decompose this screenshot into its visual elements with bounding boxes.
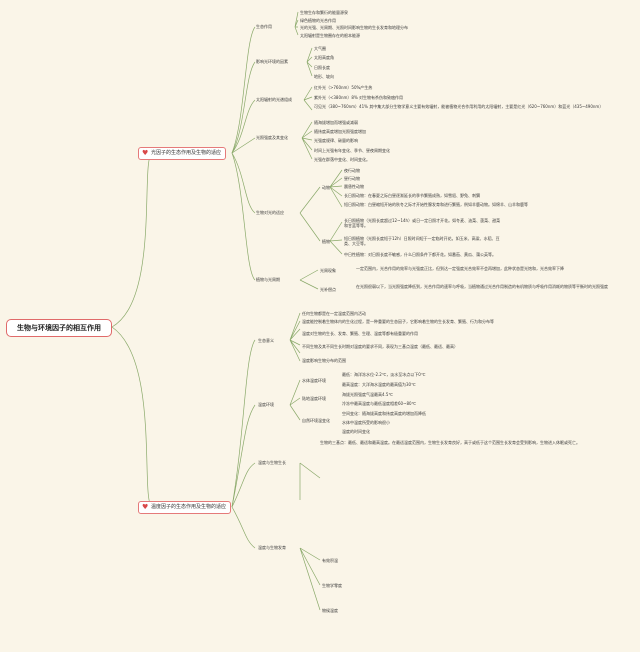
- animal-item: 晨昏性动物: [344, 184, 364, 189]
- branch-temp-env: 温度环境: [258, 402, 274, 407]
- land-item: 冷冻中最高温度与最低温度相差60~80℃: [342, 401, 417, 406]
- branch-eco-role: 生态作用: [256, 24, 272, 29]
- topic-temperature[interactable]: ♥ 温度因子的生态作用及生物的适应: [138, 501, 232, 514]
- animal-item: 夜行动物: [344, 168, 360, 173]
- growth-text: 生物的三基点：最低、最适和最高温度。在最适温度范围内，生物生长发育良好，高于或低…: [320, 440, 580, 445]
- meaning-item: 任何生物都是在一定温度范围内活动: [302, 311, 366, 316]
- topic-light[interactable]: ♥ 光因子的生态作用及生物的适应: [138, 147, 227, 160]
- branch-eco-meaning: 生态意义: [258, 338, 274, 343]
- water-item: 最高温度：大洋海水温度的最高值为30℃: [342, 382, 416, 387]
- branch-light-factors: 影响光环境的因素: [256, 59, 288, 64]
- topic-light-label: 光因子的生态作用及生物的适应: [151, 150, 222, 156]
- natural-item: 空间变化：随海拔高度和纬度高度的增加而降低: [342, 411, 426, 416]
- heart-icon: ♥: [142, 503, 149, 511]
- branch-intensity: 光照强度及其变化: [256, 135, 288, 140]
- adaptation-animal: 动物: [322, 185, 330, 190]
- branch-spectrum: 太阳辐射的光谱组成: [256, 97, 292, 102]
- eco-role-item: 生物生存和繁衍的能量源泉: [300, 10, 348, 15]
- meaning-item: 温度影响生物分布的范围: [302, 358, 346, 363]
- plant-item: 中日性植物：对日照长度不敏感，什么日照条件下都开花。如番茄、黄瓜、蒲公英等。: [344, 252, 496, 257]
- meaning-item: 不同生物及其不同生长时期对温度的要求不同，表现为三基点温度（最低、最适、最高）: [302, 344, 458, 349]
- branch-temp-development: 温度与生物发育: [258, 545, 286, 550]
- light-factor-item: 日照长度: [314, 65, 330, 70]
- heart-icon: ♥: [142, 149, 149, 157]
- branch-photoperiod: 植物与光周期: [256, 277, 280, 282]
- compensation-point: 光补偿点: [320, 287, 336, 292]
- development-item: 生物学零度: [322, 583, 342, 588]
- natural-item: 温度的时间变化: [342, 429, 370, 434]
- water-env: 水体温度环境: [302, 378, 326, 383]
- land-env: 陆地温度环境: [302, 396, 326, 401]
- development-item: 有效积温: [322, 558, 338, 563]
- compensation-text: 在光照很弱以下，当光照强度降低到，光合作用的速率与呼吸，当植物通过光合作用制造的…: [356, 284, 608, 289]
- eco-role-item: 光的光强、光周期、光照时间影响生物的生长发育和地理分布: [300, 25, 408, 30]
- spectrum-item: 红外光（>760nm）50%产生热: [314, 85, 373, 90]
- photoperiod-phenomenon: 光周现象: [320, 268, 336, 273]
- plant-item: 短日照植物（光照长度短于12h）日照时间短于一定临时开花。如玉米、高粱、水稻、豆…: [344, 236, 500, 247]
- eco-role-item: 绿色植物的光合作用: [300, 18, 336, 23]
- adaptation-plant: 植物: [322, 239, 330, 244]
- development-item: 物候温度: [322, 608, 338, 613]
- branch-adaptation: 生物对光的适应: [256, 210, 284, 215]
- intensity-item: 光强在群落中变化、时间变化。: [314, 157, 370, 162]
- spectrum-item: 紫外光（<380nm）8% 对生物有杀伤和致癌作用: [314, 95, 404, 100]
- animal-item: 昼行动物: [344, 176, 360, 181]
- water-item: 最低：海洋冻水位-2.2℃，淡水至冰点以下0℃: [342, 372, 426, 377]
- animal-item: 短日照动物：白昼缩短开始的秋冬之际才开始性腺发育和进行繁殖，例如羊鹿动物。如绵羊…: [344, 202, 528, 207]
- intensity-item: 光强度规律、碳量的影响: [314, 138, 358, 143]
- topic-temperature-label: 温度因子的生态作用及生物的适应: [151, 504, 227, 510]
- root-topic: 生物与环境因子的相互作用: [6, 319, 112, 337]
- eco-role-item: 太阳辐射是生物圈存在的根本能源: [300, 33, 360, 38]
- plant-item: 长日照植物（光照长度超过12~14h）或日一定日照才开花。如冬麦、油菜、菠菜、甜…: [344, 218, 501, 229]
- natural-item: 水体中温度所受的影响很小: [342, 420, 390, 425]
- spectrum-item: 可见光（380~760nm）41% 其中集大部分生物学意义主要有效辐射，能被植物…: [314, 104, 604, 109]
- intensity-item: 随海拔增加而增强或减弱: [314, 120, 358, 125]
- meaning-item: 温度对生物的生长、发育、繁殖、生理、温度等都有极重要的作用: [302, 331, 418, 336]
- meaning-item: 温度能控制着生物体内的生化过程，是一种重要的生态因子，它影响着生物的生长发育、繁…: [302, 319, 494, 324]
- intensity-item: 时间上光强有年变化、季节、昼夜周期变化: [314, 148, 390, 153]
- intensity-item: 随纬度高度增加光照强度增加: [314, 129, 366, 134]
- photoperiod-text: 一定范围内，光合作用的效率与光强度正比，但到达一定强度光合效率不会再增加，此种状…: [356, 266, 564, 271]
- natural-env: 自然环境温变化: [302, 418, 330, 423]
- light-factor-item: 地形、坡向: [314, 74, 334, 79]
- branch-temp-growth: 温度与生物生长: [258, 460, 286, 465]
- land-item: 海拔光照强度气温最高4.5℃: [342, 392, 393, 397]
- light-factor-item: 太阳高度角: [314, 55, 334, 60]
- light-factor-item: 大气圈: [314, 46, 326, 51]
- animal-item: 长日照动物：在春夏之际白昼逐渐延长的季节繁殖成熟，如雪貂、野兔、刺猬: [344, 193, 480, 198]
